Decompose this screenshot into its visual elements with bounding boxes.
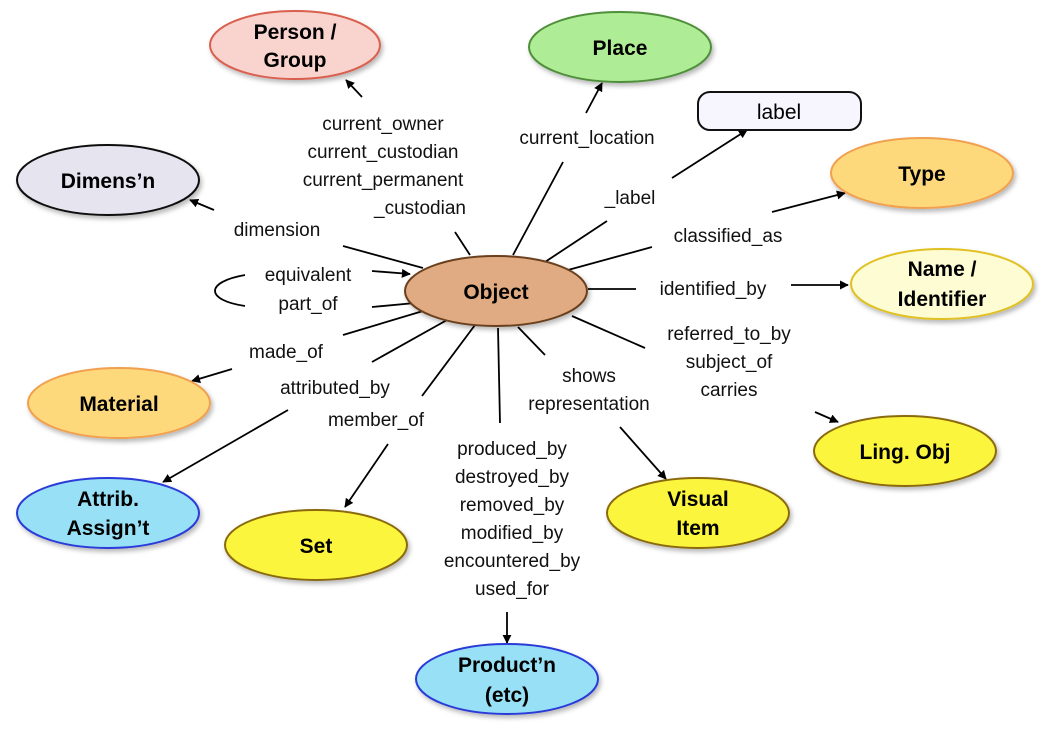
node-ling-obj-shape (813, 415, 997, 487)
node-attrib-assign-shape (16, 477, 200, 549)
edge-arrow-place (585, 82, 603, 114)
node-material[interactable] (27, 367, 211, 439)
node-production-shape (415, 643, 599, 715)
edge-line-set (421, 324, 476, 397)
edge-labels: current_owner current_custodian current_… (234, 114, 792, 600)
node-production-label-1: Product’n (458, 654, 556, 677)
node-object-label: Object (463, 281, 528, 304)
edge-line-type (567, 246, 653, 271)
edge-arrow-dimension (189, 198, 215, 211)
edge-label-carries: carries (700, 380, 757, 401)
node-ling-obj-label: Ling. Obj (860, 441, 951, 464)
edges (162, 79, 849, 644)
edge-label-part-of: part_of (278, 294, 338, 315)
node-name-identifier[interactable] (850, 248, 1034, 320)
edge-line-production (497, 327, 501, 424)
edge-arrow-ling-obj (814, 411, 839, 423)
edge-arrow-equivalent (371, 268, 411, 278)
edge-label-removed-by: removed_by (460, 495, 565, 516)
edge-label-used-for: used_for (475, 579, 550, 600)
edge-label-current-permanent: current_permanent (303, 170, 464, 191)
edge-label-produced-by: produced_by (457, 439, 567, 460)
edge-label-custodian: _custodian (373, 198, 466, 219)
edge-label-destroyed-by: destroyed_by (455, 467, 570, 488)
node-attrib-assign-label-1: Attrib. (77, 488, 139, 511)
node-visual-item[interactable] (606, 477, 790, 549)
edge-arrow-person-group (345, 79, 363, 98)
node-label-label: label (757, 101, 801, 124)
node-object[interactable] (404, 255, 588, 327)
edge-label-identified-by: identified_by (660, 279, 767, 300)
node-dimension-shape (16, 144, 200, 216)
node-place-shape (528, 11, 712, 83)
edge-label-subject-of: subject_of (686, 352, 773, 373)
node-name-identifier-label-2: Identifier (898, 288, 987, 311)
node-person-group[interactable] (209, 10, 381, 80)
edge-line-label (544, 220, 608, 263)
node-visual-item-label-1: Visual (667, 488, 728, 511)
edge-arrow-type (771, 190, 846, 213)
edge-label-current-custodian: current_custodian (307, 142, 458, 163)
edge-label-representation: representation (528, 394, 649, 415)
node-visual-item-shape (606, 477, 790, 549)
edge-line-visual (517, 326, 546, 356)
node-dimension-label: Dimens’n (61, 170, 156, 193)
node-attrib-assign-label-2: Assign’t (67, 517, 150, 540)
edge-label-attributed-by: attributed_by (280, 378, 390, 399)
edge-label-shows: shows (562, 366, 616, 387)
edge-arrow-attrib (162, 409, 289, 483)
edge-label-current-owner: current_owner (322, 114, 444, 135)
node-production[interactable] (415, 643, 599, 715)
edge-line-part-of (371, 302, 416, 308)
edge-label-made-of: made_of (249, 342, 324, 363)
edge-arrow-set (344, 443, 389, 508)
edge-label-current-location: current_location (519, 128, 654, 149)
node-dimension[interactable] (16, 144, 200, 216)
node-material-label: Material (79, 393, 158, 416)
edge-label-modified-by: modified_by (461, 523, 564, 544)
node-visual-item-label-2: Item (676, 517, 719, 540)
edge-line-person-group (454, 231, 471, 256)
edge-label-encountered-by: encountered_by (444, 551, 581, 572)
node-type-label: Type (898, 163, 945, 186)
node-place-label: Place (593, 37, 648, 60)
node-set-shape (224, 509, 408, 581)
node-label-shape (697, 91, 862, 131)
node-type[interactable] (830, 137, 1014, 209)
node-label[interactable] (697, 91, 862, 131)
node-name-identifier-label-1: Name / (908, 258, 977, 281)
node-type-shape (830, 137, 1014, 209)
edge-label-dimension: dimension (234, 220, 321, 241)
node-place[interactable] (528, 11, 712, 83)
node-set-label: Set (300, 535, 333, 558)
node-name-identifier-shape (850, 248, 1034, 320)
node-object-shape (404, 255, 588, 327)
edge-line-ling-obj (571, 315, 646, 349)
edge-line-material (342, 310, 424, 336)
edge-arrow-material (191, 368, 233, 383)
edge-line-dimension (342, 245, 424, 269)
node-person-group-label-1: Person / (254, 21, 337, 44)
edge-line-attrib (371, 319, 448, 363)
node-production-label-2: (etc) (485, 684, 529, 707)
edge-arrow-label (671, 129, 748, 179)
node-person-group-label-2: Group (264, 49, 327, 72)
edge-label-member-of: member_of (328, 410, 425, 431)
edge-arrow-visual (619, 426, 667, 480)
node-set[interactable] (224, 509, 408, 581)
node-material-shape (27, 367, 211, 439)
node-ling-obj[interactable] (813, 415, 997, 487)
edge-self-loop-curve (214, 274, 246, 307)
edge-line-place (512, 161, 564, 256)
edge-label-label: _label (604, 188, 656, 209)
edge-label-classified-as: classified_as (674, 226, 783, 247)
node-person-group-shape (209, 10, 381, 80)
edge-label-referred-to-by: referred_to_by (667, 324, 791, 345)
node-attrib-assign[interactable] (16, 477, 200, 549)
edge-label-equivalent: equivalent (265, 265, 352, 286)
